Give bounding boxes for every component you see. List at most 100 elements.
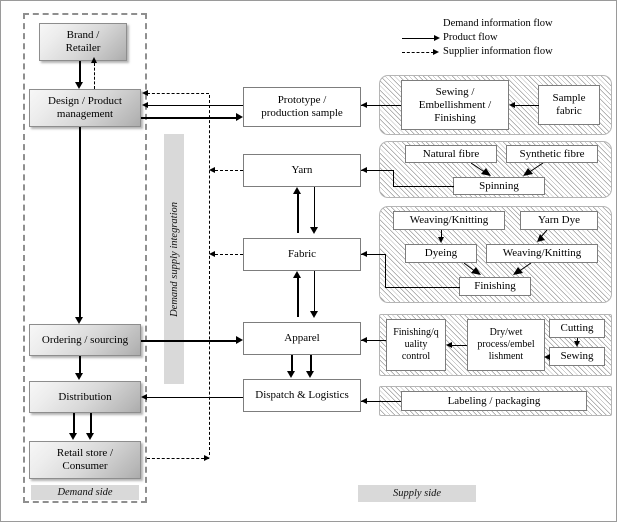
- supply-box-finishing-quality-control-label: Finishing/q uality control: [393, 327, 439, 362]
- connector-distribution-to-retail-line-b: [90, 413, 92, 434]
- connector-fabric-to-yarn-line: [297, 192, 299, 233]
- connector-yarn-to-fabric-arrowhead: [309, 227, 318, 234]
- connector-dispatch-to-distribution-arrowhead: [141, 393, 147, 400]
- supply-box-weaving-knitting-2[interactable]: Weaving/Knitting: [486, 244, 598, 263]
- supply-side-caption: Supply side: [358, 485, 476, 502]
- connector-apparel-to-dispatch-arrowhead-b: [305, 371, 314, 378]
- connector-prototype-to-design-line: [147, 105, 243, 106]
- supply-box-yarn-dye-label: Yarn Dye: [538, 214, 580, 226]
- center-box-dispatch-logistics-label: Dispatch & Logistics: [255, 389, 349, 401]
- center-box-prototype-production-sample[interactable]: Prototype / production sample: [243, 87, 361, 127]
- connector-fabric-to-spine-line: [215, 254, 243, 255]
- connector-weaving2-to-finishing: [513, 262, 533, 277]
- supply-box-synthetic-fibre-label: Synthetic fibre: [519, 147, 585, 160]
- connector-sample-fabric-to-sewing-arrowhead: [509, 101, 515, 108]
- supply-box-spinning[interactable]: Spinning: [453, 177, 545, 195]
- demand-side-frame: [23, 13, 147, 503]
- demand-box-distribution-label: Distribution: [58, 390, 112, 403]
- center-box-dispatch-logistics[interactable]: Dispatch & Logistics: [243, 379, 361, 412]
- demand-box-distribution[interactable]: Distribution: [29, 381, 141, 413]
- supply-box-weaving-knitting-1-label: Weaving/Knitting: [409, 214, 489, 226]
- connector-natural-fibre-to-spinning: [470, 162, 493, 177]
- connector-apparel-to-fabric-arrowhead: [292, 271, 301, 278]
- connector-apparel-cluster-to-apparel-line: [361, 340, 386, 341]
- legend-label-demand-information-flow: Demand information flow: [443, 18, 553, 29]
- connector-yarn-dye-to-weaving2: [537, 229, 553, 244]
- supply-box-sample-fabric[interactable]: Sample fabric: [538, 85, 600, 125]
- connector-fabric-cluster-to-fabric-line-h2: [385, 287, 460, 288]
- demand-box-brand-retailer[interactable]: Brand / Retailer: [39, 23, 127, 61]
- connector-fabric-cluster-to-fabric-arrowhead: [361, 250, 367, 257]
- demand-box-retail-store-consumer-label: Retail store / Consumer: [56, 447, 114, 472]
- supply-box-labeling-packaging-label: Labeling / packaging: [447, 394, 541, 407]
- center-box-fabric[interactable]: Fabric: [243, 238, 361, 271]
- connector-design-to-brand-arrowhead: [90, 57, 97, 63]
- supplier-info-spine: [209, 95, 210, 455]
- demand-supply-integration-caption: Demand supply integration: [164, 134, 184, 384]
- legend-supplier-flow-line: [402, 52, 434, 53]
- supply-box-finishing[interactable]: Finishing: [459, 277, 531, 296]
- connector-cutting-to-sewing-line: [577, 338, 578, 342]
- demand-box-ordering-sourcing[interactable]: Ordering / sourcing: [29, 324, 141, 356]
- demand-box-design-product-management[interactable]: Design / Product management: [29, 89, 141, 127]
- connector-synthetic-fibre-to-spinning: [523, 162, 545, 177]
- connector-dispatch-to-distribution-line: [147, 397, 243, 398]
- connector-sewing-to-drywet-arrowhead: [544, 353, 550, 360]
- connector-cutting-to-sewing-arrowhead: [573, 341, 580, 347]
- supply-box-synthetic-fibre[interactable]: Synthetic fibre: [506, 145, 598, 163]
- connector-design-to-prototype-arrowhead: [236, 113, 243, 121]
- connector-ordering-to-apparel-line: [141, 340, 237, 342]
- connector-retail-to-spine-line: [147, 458, 209, 459]
- connector-weaving1-to-dyeing-arrowhead: [437, 237, 444, 243]
- connector-apparel-cluster-to-apparel-arrowhead: [361, 336, 367, 343]
- connector-apparel-to-dispatch-line-a: [291, 355, 293, 372]
- supply-box-sewing[interactable]: Sewing: [549, 347, 605, 366]
- connector-yarn-to-fabric-line: [314, 187, 315, 228]
- supply-box-dyeing[interactable]: Dyeing: [405, 244, 477, 263]
- supply-box-dry-wet-process-embellishment[interactable]: Dry/wet process/embel lishment: [467, 319, 545, 371]
- supply-box-yarn-dye[interactable]: Yarn Dye: [520, 211, 598, 230]
- connector-dyeing-to-finishing: [463, 262, 484, 277]
- center-box-apparel[interactable]: Apparel: [243, 322, 361, 355]
- supply-box-weaving-knitting-2-label: Weaving/Knitting: [502, 247, 582, 259]
- connector-sampling-to-prototype-arrowhead: [361, 101, 367, 108]
- center-box-apparel-label: Apparel: [284, 332, 320, 344]
- supply-box-sample-fabric-label: Sample fabric: [552, 92, 586, 117]
- connector-drywet-to-finishing-qc-arrowhead: [446, 341, 452, 348]
- supply-box-finishing-quality-control[interactable]: Finishing/q uality control: [386, 319, 446, 371]
- supply-box-labeling-packaging[interactable]: Labeling / packaging: [401, 391, 587, 411]
- connector-yarn-cluster-to-yarn-arrowhead: [361, 166, 367, 173]
- connector-yarn-cluster-to-yarn-line-h1: [361, 170, 394, 171]
- supply-box-dyeing-label: Dyeing: [424, 247, 458, 259]
- connector-sample-fabric-to-sewing-line: [514, 105, 539, 106]
- demand-box-retail-store-consumer[interactable]: Retail store / Consumer: [29, 441, 141, 479]
- connector-fabric-to-yarn-arrowhead: [292, 187, 301, 194]
- supply-box-spinning-label: Spinning: [479, 179, 519, 192]
- supply-box-cutting[interactable]: Cutting: [549, 319, 605, 338]
- connector-prototype-to-design-arrowhead: [142, 101, 148, 108]
- supply-box-sewing-embellishment-finishing[interactable]: Sewing / Embellishment / Finishing: [401, 80, 509, 130]
- center-box-yarn[interactable]: Yarn: [243, 154, 361, 187]
- demand-side-caption-label: Demand side: [57, 487, 113, 498]
- supply-box-dry-wet-process-embellishment-label: Dry/wet process/embel lishment: [477, 327, 535, 362]
- connector-fabric-cluster-to-fabric-line-h1: [361, 254, 386, 255]
- demand-box-ordering-sourcing-label: Ordering / sourcing: [41, 333, 129, 346]
- connector-prototype-to-design-dashed-line: [147, 93, 209, 94]
- demand-box-brand-retailer-label: Brand / Retailer: [65, 29, 101, 54]
- connector-logistics-to-dispatch-arrowhead: [361, 397, 367, 404]
- connector-apparel-to-dispatch-line-b: [310, 355, 312, 372]
- connector-prototype-to-design-dashed-arrowhead: [142, 89, 148, 96]
- legend-label-product-flow: Product flow: [443, 32, 498, 43]
- connector-design-to-brand-line: [94, 63, 95, 89]
- connector-yarn-cluster-to-yarn-line-v: [393, 170, 394, 186]
- connector-apparel-to-fabric-line: [297, 276, 299, 317]
- supply-box-natural-fibre[interactable]: Natural fibre: [405, 145, 497, 163]
- connector-weaving1-to-dyeing-line: [441, 230, 442, 238]
- connector-brand-to-design-line: [79, 61, 81, 83]
- connector-fabric-to-apparel-line: [314, 271, 315, 312]
- connector-distribution-to-retail-line-a: [73, 413, 75, 434]
- supply-box-weaving-knitting-1[interactable]: Weaving/Knitting: [393, 211, 505, 230]
- legend-label-supplier-information-flow: Supplier information flow: [443, 46, 553, 57]
- connector-drywet-to-finishing-qc-line: [451, 345, 467, 346]
